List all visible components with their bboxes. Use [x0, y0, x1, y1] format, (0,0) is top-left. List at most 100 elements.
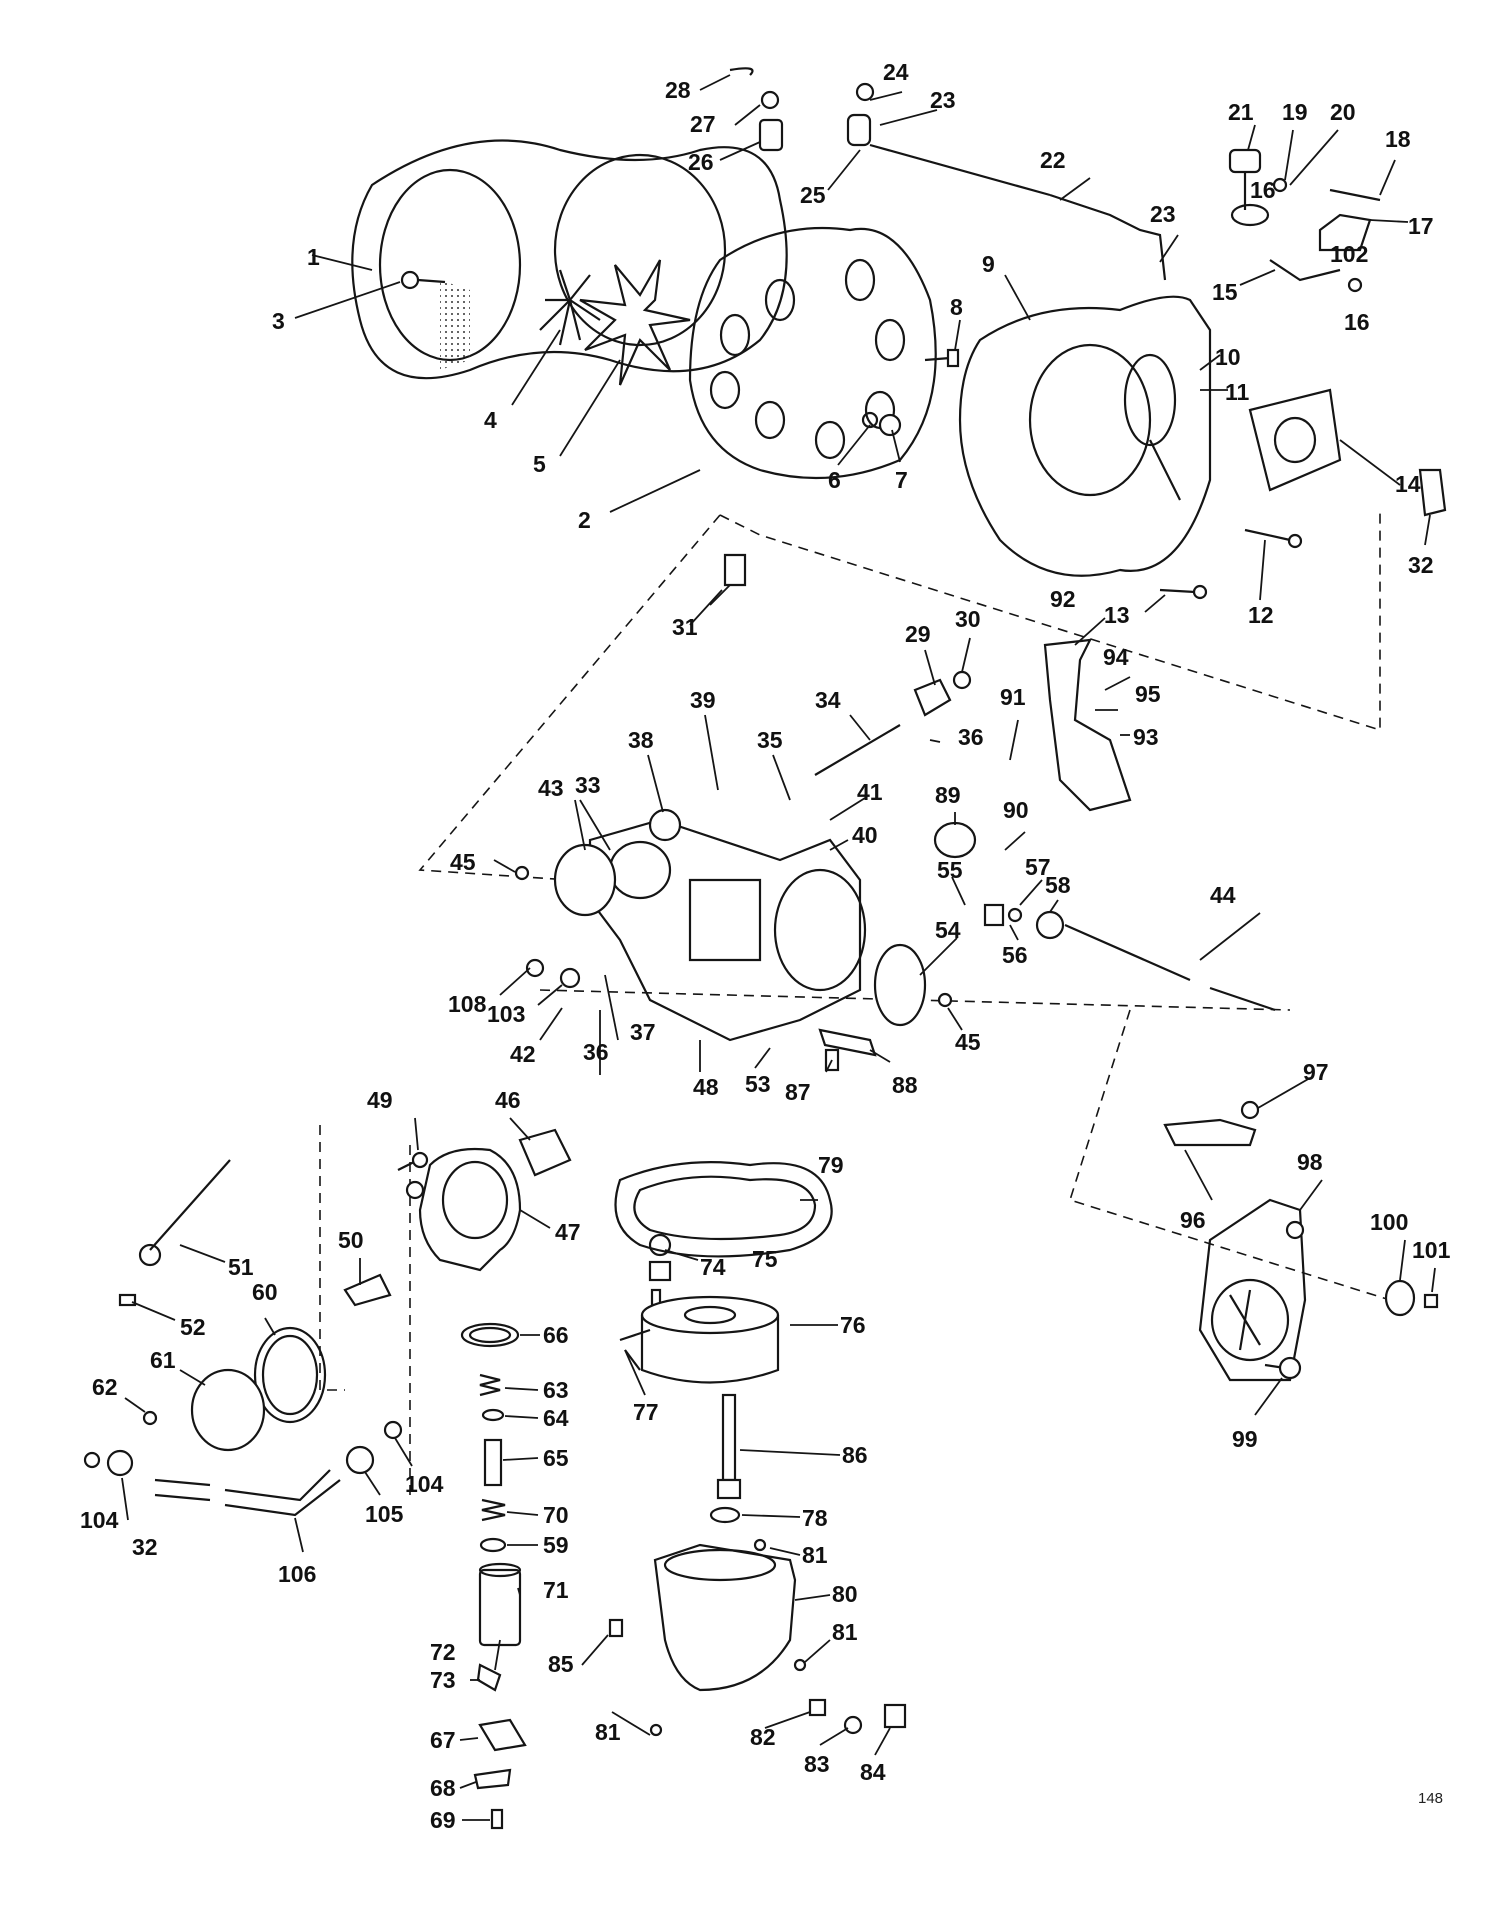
callout-13: 13 — [1104, 602, 1130, 628]
callout-92: 92 — [1050, 586, 1076, 612]
callout-41: 41 — [857, 779, 883, 805]
callout-28: 28 — [665, 77, 691, 103]
callout-74: 74 — [700, 1254, 726, 1280]
screw-3 — [400, 270, 446, 290]
callout-39: 39 — [690, 687, 716, 713]
callout-94: 94 — [1103, 644, 1129, 670]
callout-51: 51 — [228, 1254, 254, 1280]
callout-33: 33 — [575, 772, 601, 798]
callout-18: 18 — [1385, 126, 1411, 152]
callout-labels: 1 2 3 4 5 6 7 8 9 10 11 12 13 14 15 16 1… — [80, 59, 1451, 1833]
callout-44: 44 — [1210, 882, 1236, 908]
pin-65 — [483, 1438, 503, 1487]
callout-86: 86 — [842, 1442, 868, 1468]
callout-78: 78 — [802, 1505, 828, 1531]
callout-34: 34 — [815, 687, 841, 713]
callout-72: 72 — [430, 1639, 456, 1665]
callout-9: 9 — [982, 251, 995, 277]
callout-29: 29 — [905, 621, 931, 647]
callout-36b: 36 — [583, 1039, 609, 1065]
hose-106 — [154, 1469, 341, 1517]
callout-26: 26 — [688, 149, 714, 175]
callout-96: 96 — [1180, 1207, 1206, 1233]
callout-62: 62 — [92, 1374, 118, 1400]
callout-10: 10 — [1215, 344, 1241, 370]
spring-56-packing-57 — [983, 903, 1023, 927]
callout-85: 85 — [548, 1651, 574, 1677]
callout-30: 30 — [955, 606, 981, 632]
callout-100: 100 — [1370, 1209, 1408, 1235]
retainer-67-68-69 — [473, 1718, 527, 1830]
callout-16a: 16 — [1250, 177, 1276, 203]
callout-23a: 23 — [1150, 201, 1176, 227]
callout-32a: 32 — [1408, 552, 1434, 578]
callout-81b: 81 — [832, 1619, 858, 1645]
callout-16b: 16 — [1344, 309, 1370, 335]
screw-8 — [924, 348, 960, 368]
reed-plate-2 — [688, 226, 937, 480]
callout-27: 27 — [690, 111, 716, 137]
callout-31: 31 — [672, 614, 698, 640]
callout-22: 22 — [1040, 147, 1066, 173]
callout-64: 64 — [543, 1405, 569, 1431]
leader-lines — [121, 74, 1436, 1821]
callout-59: 59 — [543, 1532, 569, 1558]
callout-88: 88 — [892, 1072, 918, 1098]
callout-40: 40 — [852, 822, 878, 848]
needle-valve-44 — [1035, 910, 1276, 1012]
knob-100-screw-101 — [1384, 1279, 1439, 1317]
intake-cover-9 — [958, 295, 1212, 577]
callout-45a: 45 — [450, 849, 476, 875]
callout-50: 50 — [338, 1227, 364, 1253]
plugs-104-32-105 — [83, 1420, 403, 1477]
callout-32b: 32 — [132, 1534, 158, 1560]
bracket-31 — [723, 553, 747, 587]
callout-17: 17 — [1408, 213, 1434, 239]
bolt-13 — [1159, 584, 1208, 600]
lever-50 — [343, 1273, 392, 1307]
callout-53: 53 — [745, 1071, 771, 1097]
callout-12: 12 — [1248, 602, 1274, 628]
callout-52: 52 — [180, 1314, 206, 1340]
callout-5: 5 — [533, 451, 546, 477]
carburetor-body-33 — [588, 808, 867, 1042]
callout-70: 70 — [543, 1502, 569, 1528]
callout-76: 76 — [840, 1312, 866, 1338]
callout-69: 69 — [430, 1807, 456, 1833]
callout-90: 90 — [1003, 797, 1029, 823]
callout-46: 46 — [495, 1087, 521, 1113]
throttle-lever-92 — [1043, 638, 1132, 812]
plate-88-screw-87 — [818, 1028, 877, 1072]
callout-43: 43 — [538, 775, 564, 801]
callout-2: 2 — [578, 507, 591, 533]
callout-99: 99 — [1232, 1426, 1258, 1452]
callout-80: 80 — [832, 1581, 858, 1607]
bolt-12 — [1244, 528, 1303, 549]
choke-knob-89 — [933, 821, 977, 859]
callout-47: 47 — [555, 1219, 581, 1245]
small-screws-45 — [514, 865, 953, 1008]
cylinder-71 — [478, 1562, 522, 1647]
diaphragm-43 — [553, 843, 617, 917]
figure-number: 148 — [1418, 1790, 1443, 1807]
washer-59 — [479, 1537, 507, 1553]
callout-35: 35 — [757, 727, 783, 753]
callout-95: 95 — [1135, 681, 1161, 707]
callout-79: 79 — [818, 1152, 844, 1178]
callout-104b: 104 — [405, 1471, 444, 1497]
callout-75: 75 — [752, 1246, 778, 1272]
callout-21: 21 — [1228, 99, 1254, 125]
gasket-60 — [253, 1326, 327, 1424]
callout-93: 93 — [1133, 724, 1159, 750]
callout-19: 19 — [1282, 99, 1308, 125]
needle-seat-74-75 — [648, 1233, 672, 1307]
callout-25: 25 — [800, 182, 826, 208]
throttle-linkage-top-right — [1228, 148, 1381, 293]
top-hardware — [729, 67, 1167, 281]
callout-56: 56 — [1002, 942, 1028, 968]
screw-99 — [1264, 1356, 1302, 1380]
callout-105: 105 — [365, 1501, 404, 1527]
callout-37: 37 — [630, 1019, 656, 1045]
callout-106: 106 — [278, 1561, 316, 1587]
